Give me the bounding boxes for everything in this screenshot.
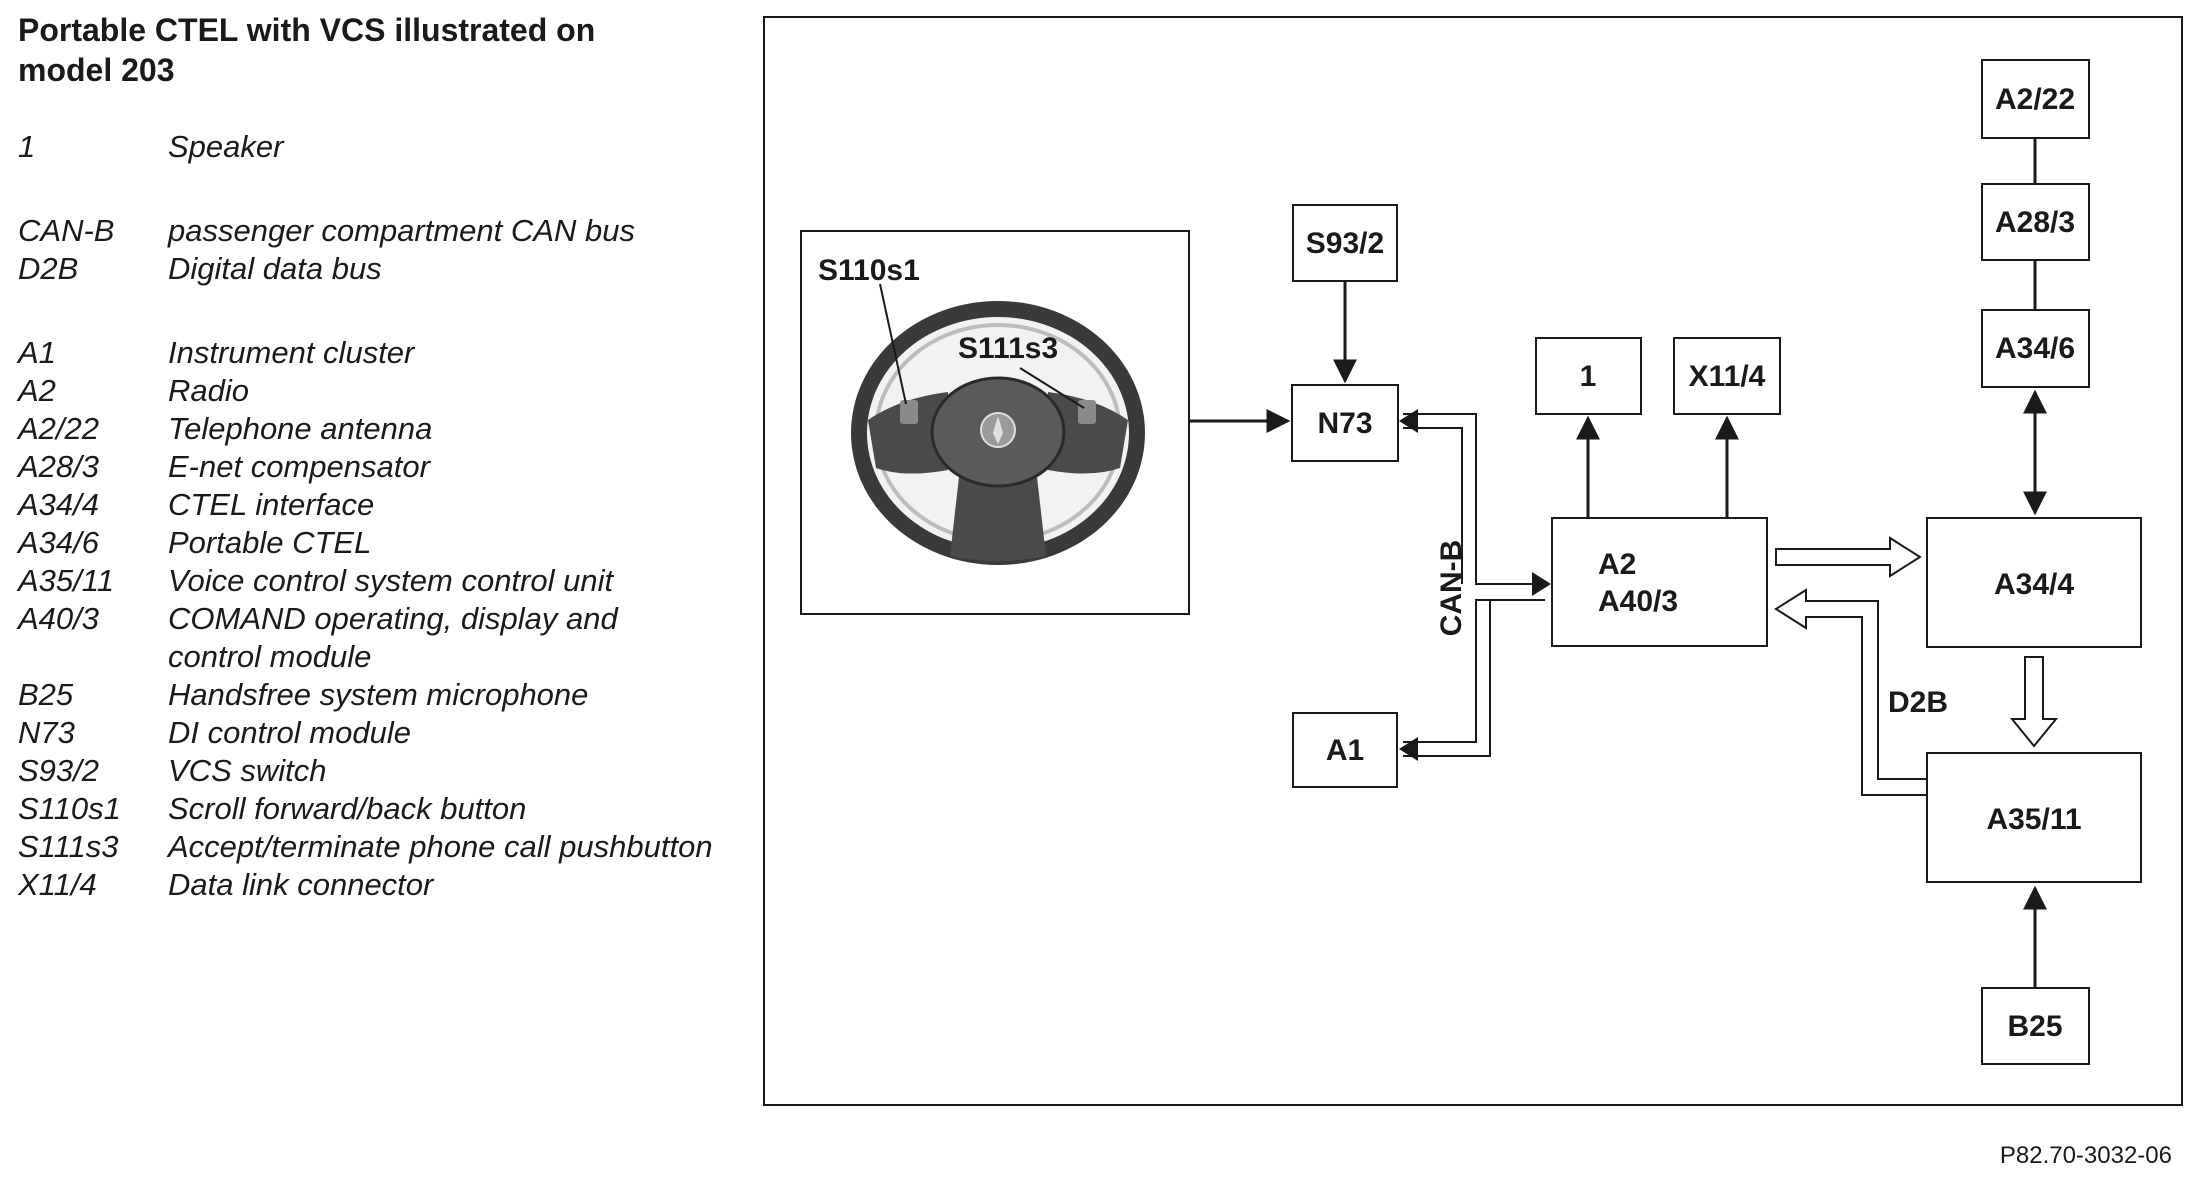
legend-item: N73 DI control module xyxy=(18,714,718,752)
legend-code: N73 xyxy=(18,715,75,750)
d2b-label: D2B xyxy=(1888,686,1948,719)
legend-desc: E-net compensator xyxy=(168,449,430,484)
legend-code: A40/3 xyxy=(18,601,100,636)
a34-6-label: A34/6 xyxy=(1995,332,2075,365)
legend-item: A28/3 E-net compensator xyxy=(18,448,718,486)
a28-3-label: A28/3 xyxy=(1995,206,2075,239)
x11-4-label: X11/4 xyxy=(1689,360,1766,393)
legend-desc: Data link connector xyxy=(168,867,434,902)
legend-desc: passenger compartment CAN bus xyxy=(168,213,635,248)
legend-desc: Instrument cluster xyxy=(168,335,415,370)
legend-desc: Digital data bus xyxy=(168,251,382,286)
legend-code: B25 xyxy=(18,677,74,712)
a40-3-label: A40/3 xyxy=(1598,585,1678,618)
legend-code: A1 xyxy=(18,335,56,370)
legend-code: S110s1 xyxy=(18,791,121,826)
a1-label: A1 xyxy=(1326,734,1364,767)
a1-box xyxy=(1292,712,1398,788)
legend-desc: Voice control system control unit xyxy=(168,563,614,598)
legend-desc: DI control module xyxy=(168,715,411,750)
legend-code: S111s3 xyxy=(18,829,119,864)
legend-item: A1 Instrument cluster xyxy=(18,334,718,372)
x11-4-box xyxy=(1673,337,1781,415)
legend-desc: Accept/terminate phone call pushbutton xyxy=(168,829,713,864)
a34-6-box xyxy=(1981,309,2090,388)
legend-item: B25 Handsfree system microphone xyxy=(18,676,718,714)
legend-desc: Radio xyxy=(168,373,249,408)
can-b-label: CAN-B xyxy=(1435,540,1468,637)
a28-3-box xyxy=(1981,183,2090,261)
legend-code: A34/4 xyxy=(18,487,100,522)
can-b-arrow-a1 xyxy=(1399,737,1418,761)
can-b-bus xyxy=(1399,409,1551,761)
steering-wheel-icon xyxy=(851,301,1145,565)
d2b-a2-to-a34-4-arrow xyxy=(1775,536,1922,578)
legend-desc: Portable CTEL xyxy=(168,525,372,560)
legend-item: A2 Radio xyxy=(18,372,718,410)
can-b-arrow-a2 xyxy=(1532,572,1551,596)
s111s3-leader-line xyxy=(1019,367,1085,409)
legend-item: S110s1 Scroll forward/back button xyxy=(18,790,718,828)
n73-label: N73 xyxy=(1317,407,1372,440)
b25-box xyxy=(1981,987,2090,1065)
legend-desc: CTEL interface xyxy=(168,487,375,522)
legend-code: A28/3 xyxy=(18,449,100,484)
page-title: Portable CTEL with VCS illustrated on mo… xyxy=(18,12,596,88)
a34-4-label: A34/4 xyxy=(1994,568,2074,601)
diagram-frame xyxy=(763,16,2183,1106)
steering-wheel-panel: S110s1 S111s3 xyxy=(800,230,1190,615)
legend-desc: COMAND operating, display and control mo… xyxy=(168,601,618,674)
a2-label: A2 xyxy=(1598,548,1636,581)
legend-code: A34/6 xyxy=(18,525,100,560)
legend-item: X11/4 Data link connector xyxy=(18,866,718,904)
a35-11-label: A35/11 xyxy=(1986,803,2081,836)
legend-item: S111s3 Accept/terminate phone call pushb… xyxy=(18,828,718,866)
legend-code: 1 xyxy=(18,129,36,164)
legend-item: A40/3 COMAND operating, display and cont… xyxy=(18,600,718,676)
legend-item: D2B Digital data bus xyxy=(18,250,718,288)
legend-item: A35/11 Voice control system control unit xyxy=(18,562,718,600)
a2-a40-3-box xyxy=(1551,517,1768,647)
a34-4-box xyxy=(1926,517,2142,648)
legend-code: S93/2 xyxy=(18,753,100,788)
legend-item: A34/6 Portable CTEL xyxy=(18,524,718,562)
a35-11-box xyxy=(1926,752,2142,883)
legend: 1 Speaker CAN-B passenger compartment CA… xyxy=(18,128,718,904)
s111s3-label: S111s3 xyxy=(958,332,1058,365)
legend-desc: Telephone antenna xyxy=(168,411,433,446)
can-b-arrow-n73 xyxy=(1399,409,1418,433)
b25-label: B25 xyxy=(2007,1010,2062,1043)
speaker-label: 1 xyxy=(1580,360,1597,393)
legend-item: 1 Speaker xyxy=(18,128,718,166)
legend-code: A2 xyxy=(18,373,56,408)
legend-item: CAN-B passenger compartment CAN bus xyxy=(18,212,718,250)
legend-code: A35/11 xyxy=(18,563,114,598)
legend-desc: Speaker xyxy=(168,129,284,164)
legend-desc: Handsfree system microphone xyxy=(168,677,589,712)
s110s1-leader-line xyxy=(879,283,907,405)
n73-box xyxy=(1291,384,1399,462)
legend-desc: Scroll forward/back button xyxy=(168,791,527,826)
figure-id: P82.70-3032-06 xyxy=(1999,1142,2172,1169)
s110s1-label: S110s1 xyxy=(818,254,920,287)
legend-item: A2/22 Telephone antenna xyxy=(18,410,718,448)
d2b-a35-11-to-a2-arrow xyxy=(1774,588,1928,796)
d2b-a34-4-to-a35-11-arrow xyxy=(2009,656,2059,748)
s93-2-label: S93/2 xyxy=(1306,227,1384,260)
legend-code: A2/22 xyxy=(18,411,100,446)
legend-desc: VCS switch xyxy=(168,753,327,788)
speaker-box xyxy=(1535,337,1642,415)
legend-code: D2B xyxy=(18,251,79,286)
s93-2-box xyxy=(1292,204,1398,282)
a2-22-label: A2/22 xyxy=(1995,83,2075,116)
legend-item: A34/4 CTEL interface xyxy=(18,486,718,524)
legend-item: S93/2 VCS switch xyxy=(18,752,718,790)
legend-code: X11/4 xyxy=(18,867,97,902)
legend-code: CAN-B xyxy=(18,213,115,248)
